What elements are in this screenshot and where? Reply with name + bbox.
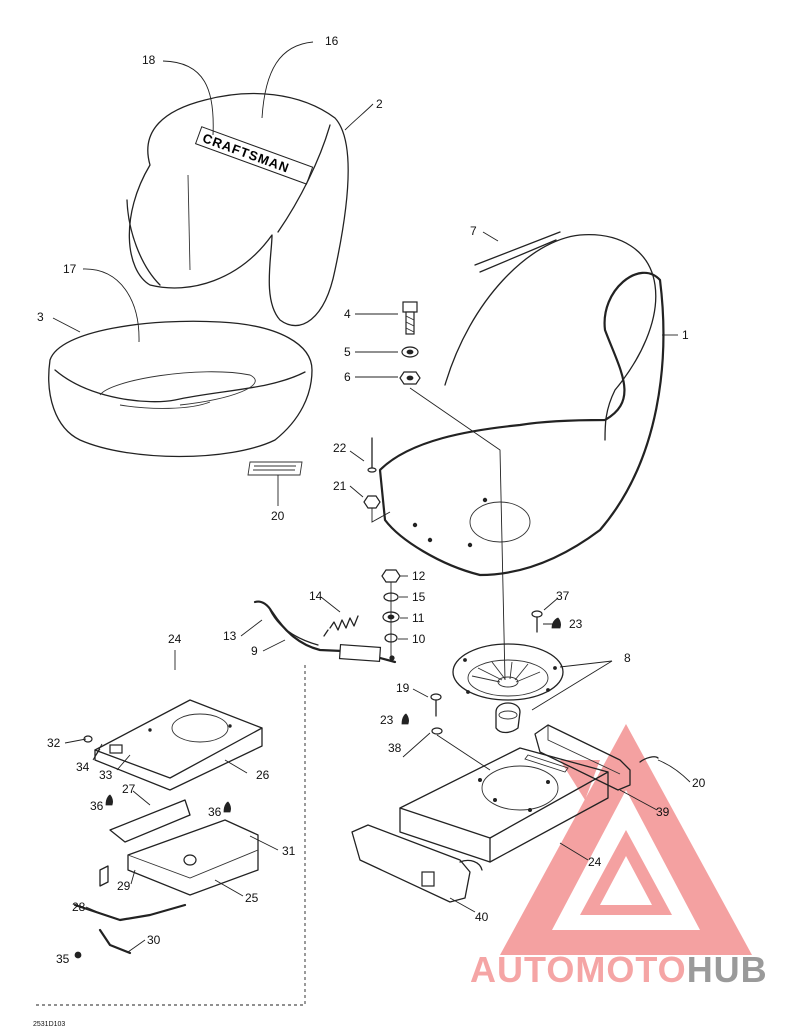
lever-9 bbox=[253, 600, 397, 664]
callout-19: 19 bbox=[396, 681, 410, 695]
hardware-stack-12-10 bbox=[381, 569, 401, 660]
callout-numbers: 16 18 2 17 3 7 1 4 5 6 22 21 20 12 15 11… bbox=[37, 34, 706, 966]
callout-31: 31 bbox=[282, 844, 296, 858]
seat-pan bbox=[378, 231, 665, 577]
callout-36-left: 36 bbox=[90, 799, 104, 813]
callout-15: 15 bbox=[412, 590, 426, 604]
bolt-19 bbox=[401, 693, 491, 771]
callout-36-right: 36 bbox=[208, 805, 222, 819]
washer-5 bbox=[401, 346, 419, 358]
callout-25: 25 bbox=[245, 891, 259, 905]
watermark: AUTOMOTOHUB bbox=[470, 724, 768, 990]
callout-2: 2 bbox=[376, 97, 383, 111]
watermark-text-moto: MOTO bbox=[575, 949, 686, 990]
callout-14: 14 bbox=[309, 589, 323, 603]
pin-22 bbox=[367, 437, 377, 473]
callout-34: 34 bbox=[76, 760, 90, 774]
callout-28: 28 bbox=[72, 900, 86, 914]
bolt-4 bbox=[402, 301, 418, 335]
nut-6 bbox=[399, 371, 421, 385]
callout-39: 39 bbox=[656, 805, 670, 819]
svg-text:AUTOMOTOHUB: AUTOMOTOHUB bbox=[470, 949, 768, 990]
callout-5: 5 bbox=[344, 345, 351, 359]
diagram-code: 2531D103 bbox=[33, 1021, 65, 1028]
seat-logo: CRAFTSMAN bbox=[194, 126, 314, 185]
callout-9: 9 bbox=[251, 644, 258, 658]
callout-21: 21 bbox=[333, 479, 347, 493]
pan-to-plate-line bbox=[409, 387, 506, 681]
callout-35: 35 bbox=[56, 952, 70, 966]
callout-32: 32 bbox=[47, 736, 61, 750]
callout-7: 7 bbox=[470, 224, 477, 238]
bolt-37 bbox=[531, 610, 561, 633]
callout-37: 37 bbox=[556, 589, 570, 603]
callout-23-right: 23 bbox=[569, 617, 583, 631]
detail-box-left bbox=[35, 665, 306, 1006]
callout-33: 33 bbox=[99, 768, 113, 782]
nut-21 bbox=[363, 495, 391, 523]
watermark-text-hub: HUB bbox=[687, 949, 768, 990]
callout-24-detail: 24 bbox=[168, 632, 182, 646]
callout-20-rail: 20 bbox=[692, 776, 706, 790]
callout-13: 13 bbox=[223, 629, 237, 643]
callout-27: 27 bbox=[122, 782, 136, 796]
callout-4: 4 bbox=[344, 307, 351, 321]
callout-24-rail: 24 bbox=[588, 855, 602, 869]
slide-rail-assembly-right bbox=[351, 724, 659, 903]
callout-11: 11 bbox=[412, 611, 425, 625]
callout-38: 38 bbox=[388, 741, 402, 755]
callout-20-label: 20 bbox=[271, 509, 285, 523]
callout-3: 3 bbox=[37, 310, 44, 324]
callout-17: 17 bbox=[63, 262, 77, 276]
label-plate bbox=[247, 461, 303, 476]
seat-logo-text: CRAFTSMAN bbox=[201, 130, 292, 175]
watermark-text-auto: AUTO bbox=[470, 949, 575, 990]
swivel-plate-8 bbox=[452, 643, 564, 734]
callout-6: 6 bbox=[344, 370, 351, 384]
callout-30: 30 bbox=[147, 933, 161, 947]
spring-14 bbox=[323, 615, 359, 637]
watermark-logo bbox=[500, 724, 752, 955]
callout-12: 12 bbox=[412, 569, 426, 583]
callout-23-left: 23 bbox=[380, 713, 394, 727]
callout-10: 10 bbox=[412, 632, 426, 646]
callout-22: 22 bbox=[333, 441, 347, 455]
callout-40: 40 bbox=[475, 910, 489, 924]
leader-lines bbox=[52, 41, 691, 953]
callout-1: 1 bbox=[682, 328, 689, 342]
callout-8: 8 bbox=[624, 651, 631, 665]
callout-26: 26 bbox=[256, 768, 270, 782]
callout-18: 18 bbox=[142, 53, 156, 67]
seat-bottom-cushion bbox=[48, 320, 313, 458]
callout-16: 16 bbox=[325, 34, 339, 48]
callout-29: 29 bbox=[117, 879, 131, 893]
seat-back-cushion: CRAFTSMAN bbox=[126, 92, 349, 327]
